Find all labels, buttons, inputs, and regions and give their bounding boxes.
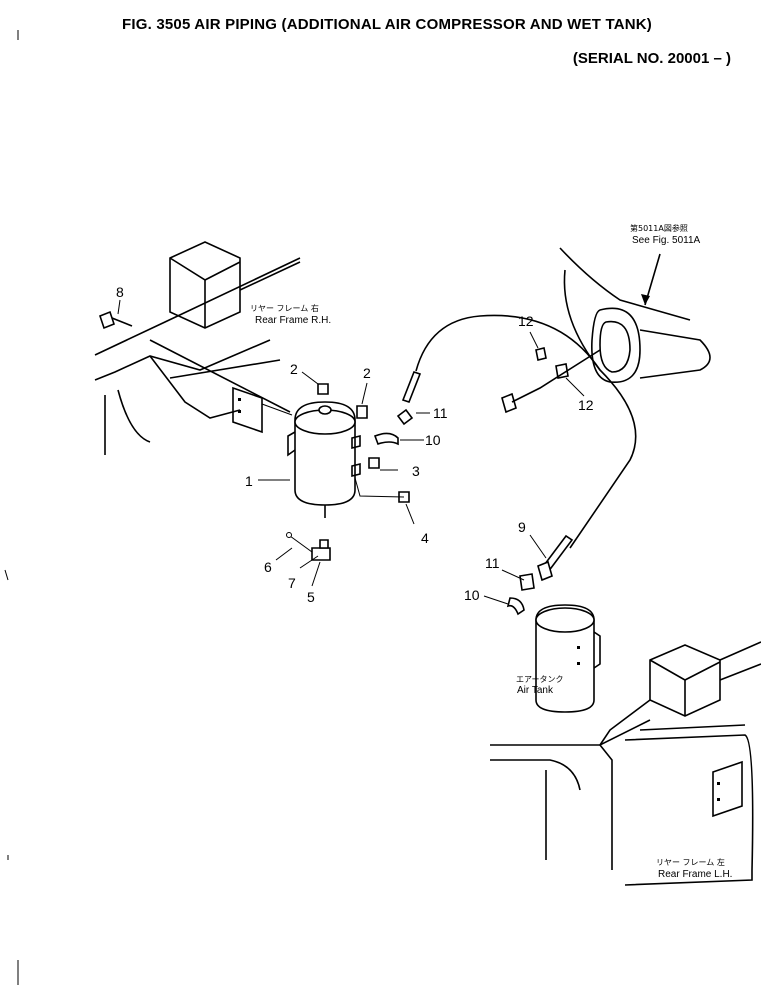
callout-2b: 2 — [363, 365, 371, 381]
callout-12b: 12 — [578, 397, 594, 413]
air-tank-en: Air Tank — [517, 685, 554, 696]
rear-frame-lh-en: Rear Frame L.H. — [658, 869, 732, 880]
air-tank — [535, 604, 601, 713]
rear-frame-rh-en: Rear Frame R.H. — [255, 315, 331, 326]
rear-frame-rh-jp: リヤー フレーム 右 — [250, 303, 319, 313]
see-fig-jp: 第5011A図参照 — [630, 223, 688, 233]
rear-frame-lh-jp: リヤー フレーム 左 — [656, 857, 725, 867]
callout-11a: 11 — [433, 405, 448, 421]
figure-title: FIG. 3505 AIR PIPING (ADDITIONAL AIR COM… — [122, 16, 653, 33]
callout-3: 3 — [412, 463, 420, 479]
wet-tank — [287, 401, 361, 518]
callout-12a: 12 — [518, 313, 534, 329]
rear-frame-lh — [490, 641, 761, 886]
callout-7: 7 — [288, 575, 296, 591]
edge-marks — [4, 30, 19, 985]
fittings-right — [501, 347, 601, 616]
compressor-housing — [559, 247, 711, 383]
callout-10b: 10 — [464, 587, 480, 603]
callout-4: 4 — [421, 530, 429, 546]
callout-9: 9 — [518, 519, 526, 535]
fittings-left — [99, 310, 414, 561]
callout-2a: 2 — [290, 361, 298, 377]
rear-frame-rh — [94, 241, 301, 455]
callout-8: 8 — [116, 284, 124, 300]
callout-1: 1 — [245, 473, 253, 489]
callout-11b: 11 — [485, 555, 500, 571]
see-fig-en: See Fig. 5011A — [632, 235, 701, 246]
leader-lines — [117, 299, 585, 605]
serial-range: (SERIAL NO. 20001 – ) — [572, 50, 731, 67]
air-hose — [401, 314, 637, 582]
air-tank-jp: エアータンク — [516, 675, 564, 684]
callout-10a: 10 — [425, 432, 441, 448]
callout-6: 6 — [264, 559, 272, 575]
callout-5: 5 — [307, 589, 315, 605]
